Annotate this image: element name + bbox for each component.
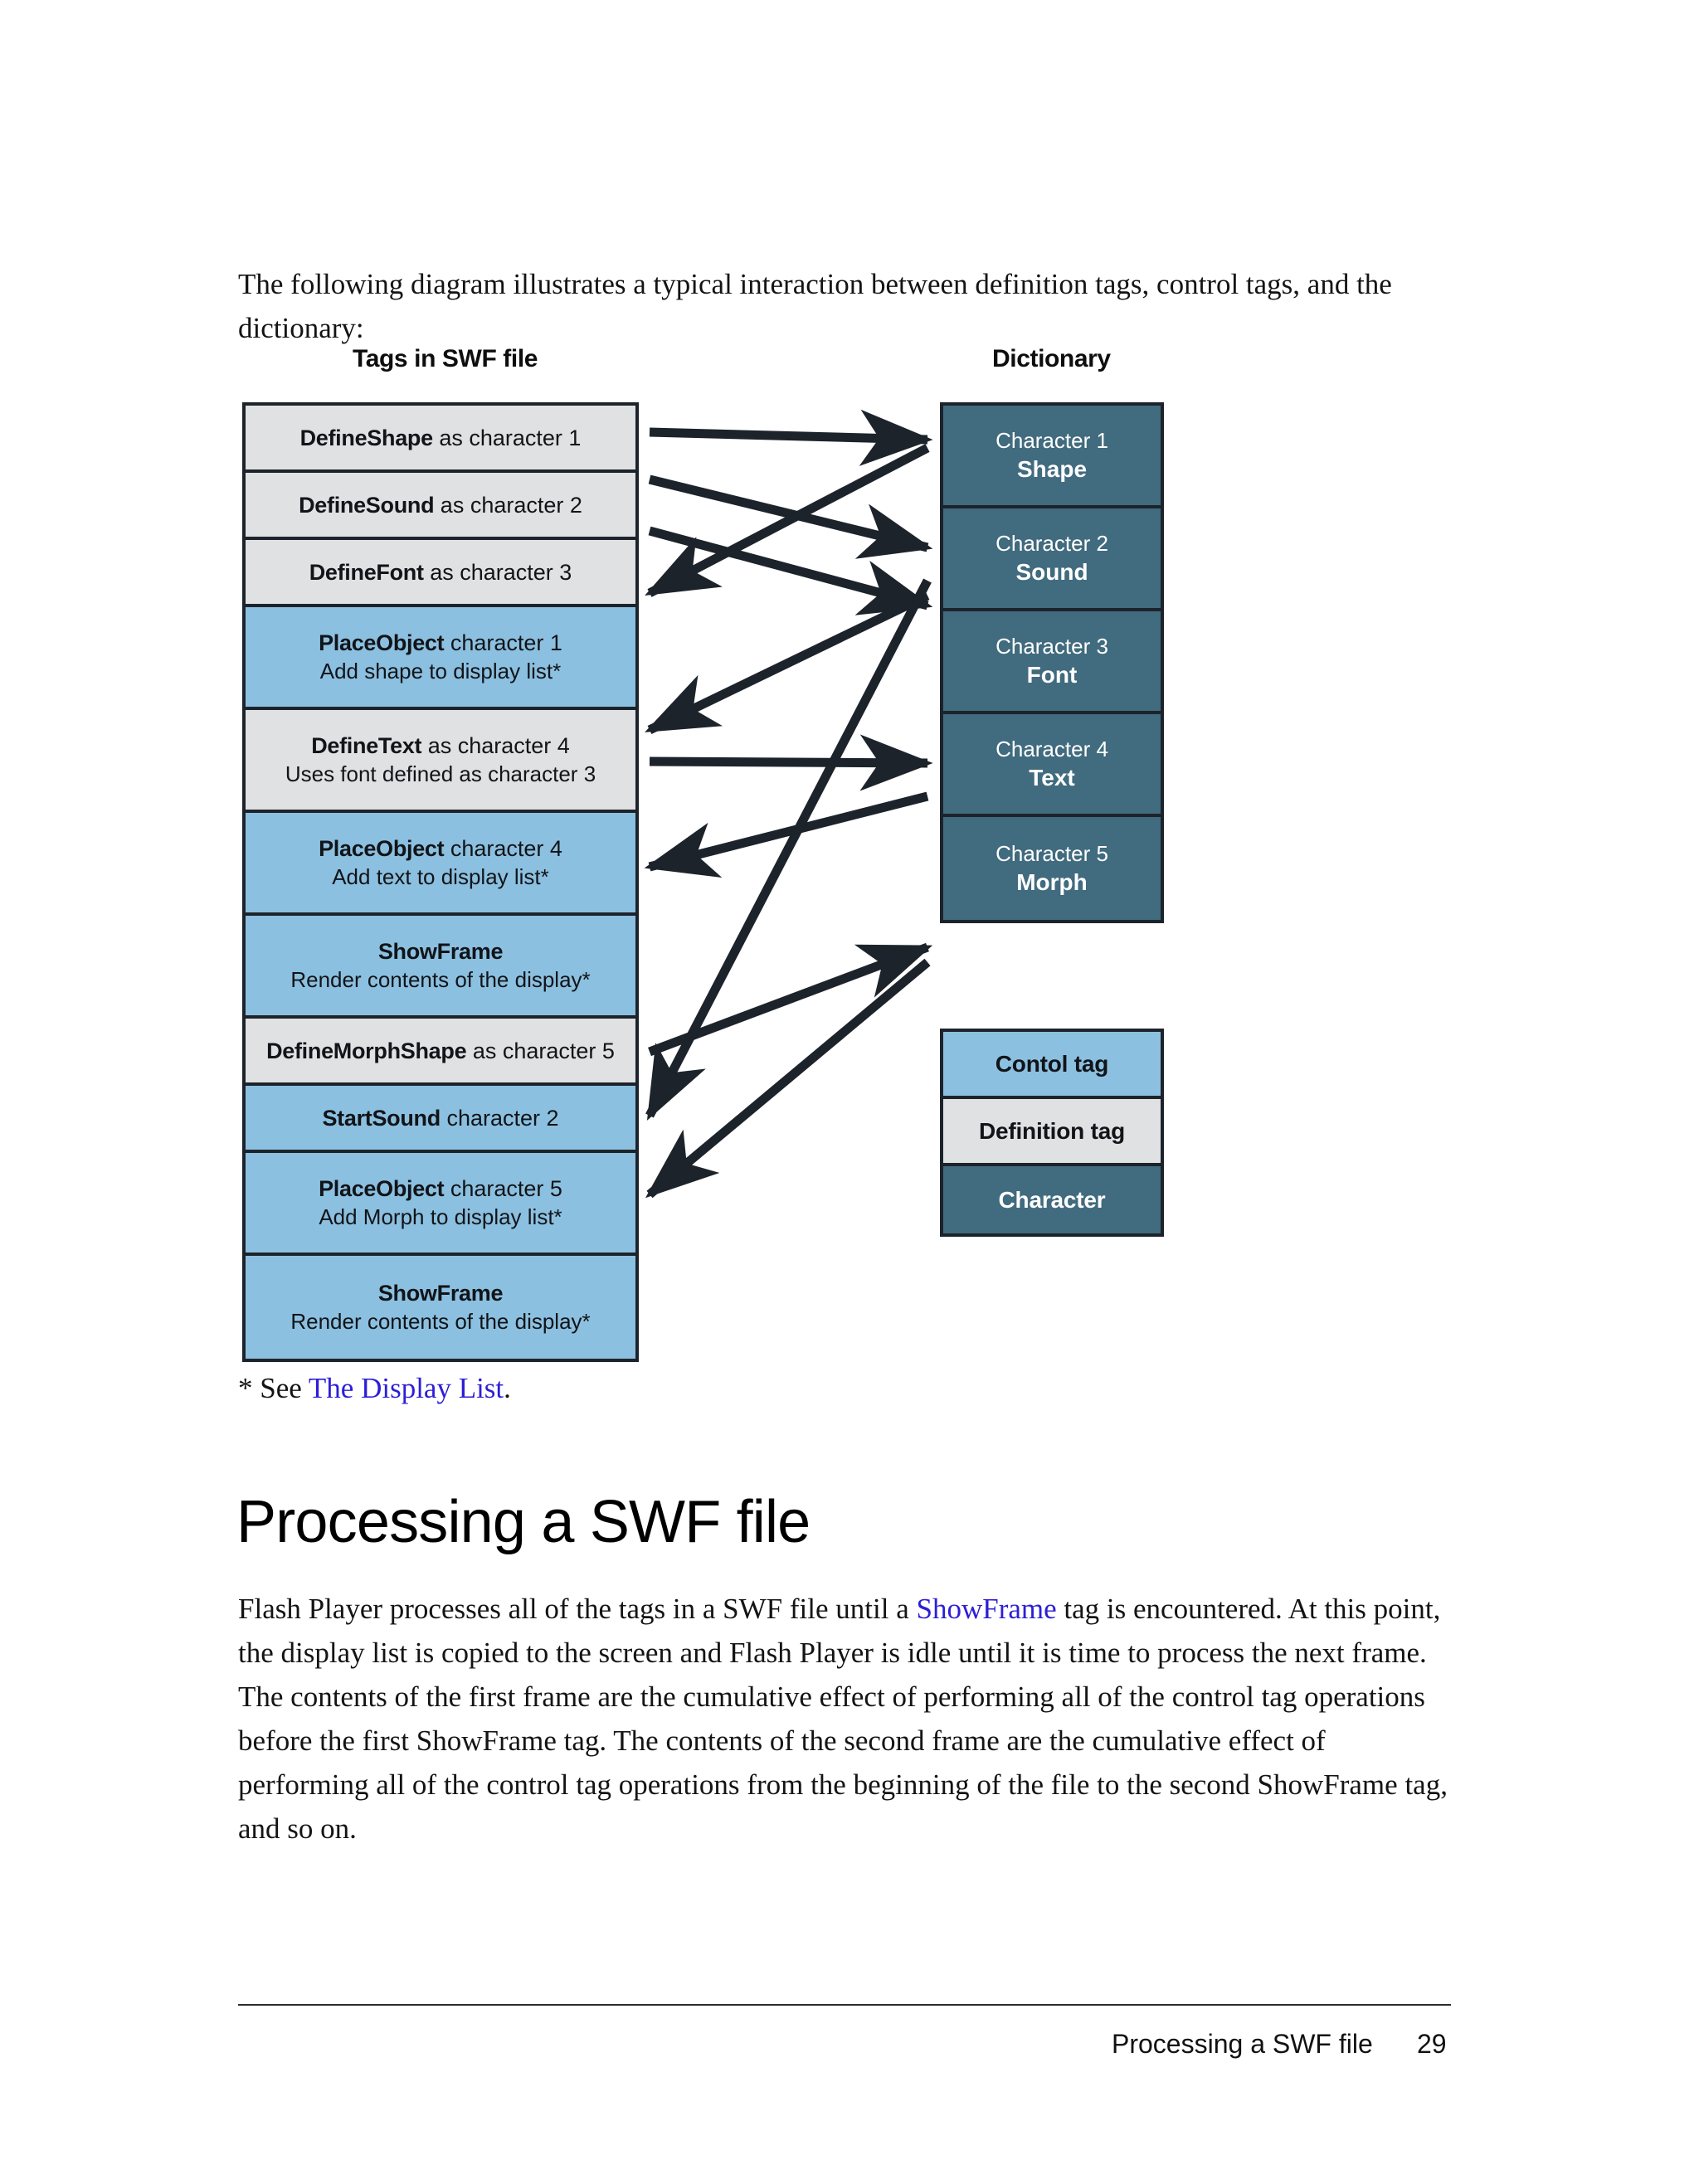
- dictionary-entry: Character 1 Shape: [943, 406, 1161, 508]
- legend-item: Character: [943, 1166, 1161, 1233]
- tag-name: PlaceObject: [319, 836, 445, 861]
- dictionary-entry-type: Sound: [1015, 559, 1088, 585]
- tag-detail: character 4: [444, 836, 562, 861]
- footnote-suffix: .: [504, 1372, 511, 1404]
- tag-box-subtitle: Uses font defined as character 3: [285, 761, 596, 786]
- tag-name: DefineFont: [309, 559, 424, 585]
- intro-paragraph: The following diagram illustrates a typi…: [238, 268, 1392, 344]
- right-column-title: Dictionary: [992, 345, 1111, 372]
- tag-name: DefineText: [311, 733, 422, 758]
- legend-item: Contol tag: [943, 1032, 1161, 1099]
- tag-detail: character 2: [440, 1105, 559, 1131]
- dictionary-entry-type: Morph: [1016, 869, 1088, 895]
- legend-item-label: Contol tag: [995, 1050, 1109, 1077]
- legend-item-label: Character: [998, 1186, 1106, 1213]
- body-part-1: Flash Player processes all of the tags i…: [238, 1593, 917, 1625]
- tag-box-title: StartSound character 2: [322, 1104, 558, 1132]
- tag-box-title: PlaceObject character 4: [319, 834, 562, 863]
- tag-box-subtitle: Add text to display list*: [332, 864, 549, 889]
- tag-box-title: ShowFrame: [377, 1279, 504, 1307]
- left-column-title: Tags in SWF file: [353, 345, 538, 372]
- tag-name: PlaceObject: [319, 1176, 445, 1201]
- dictionary-entry: Character 3 Font: [943, 611, 1161, 714]
- body-part-2: tag is encountered. At this point, the d…: [238, 1593, 1448, 1845]
- dictionary-entry-id: Character 3: [996, 634, 1108, 659]
- dictionary-entry-id: Character 4: [996, 737, 1108, 761]
- dictionary-entry: Character 4 Text: [943, 714, 1161, 817]
- tag-box-subtitle: Add Morph to display list*: [319, 1204, 562, 1229]
- footer-title: Processing a SWF file: [1112, 2029, 1373, 2059]
- showframe-link[interactable]: ShowFrame: [916, 1593, 1057, 1625]
- body-paragraph: Flash Player processes all of the tags i…: [238, 1587, 1449, 1851]
- tag-detail: as character 3: [423, 559, 572, 585]
- dictionary-entry: Character 5 Morph: [943, 817, 1161, 920]
- tag-name: StartSound: [322, 1105, 441, 1131]
- tag-detail: as character 4: [421, 733, 570, 758]
- tag-detail: character 5: [444, 1176, 562, 1201]
- dictionary-entry-id: Character 5: [996, 841, 1108, 866]
- footnote-link[interactable]: The Display List: [308, 1372, 504, 1404]
- tag-box-title: DefineShape as character 1: [300, 424, 582, 452]
- footer-page-number: 29: [1417, 2029, 1447, 2059]
- tag-name: ShowFrame: [377, 1281, 504, 1306]
- tag-detail: as character 5: [466, 1038, 615, 1063]
- dictionary-entry-type: Shape: [1016, 456, 1088, 482]
- tag-box-title: DefineMorphShape as character 5: [266, 1037, 615, 1065]
- tag-name: DefineSound: [299, 492, 435, 518]
- tag-name: DefineMorphShape: [266, 1038, 467, 1063]
- tag-box-title: DefineSound as character 2: [299, 491, 582, 519]
- tag-box-title: PlaceObject character 1: [319, 629, 562, 657]
- dictionary-entry: Character 2 Sound: [943, 508, 1161, 611]
- tag-name: ShowFrame: [377, 939, 504, 964]
- tag-box-title: DefineText as character 4: [311, 732, 570, 760]
- legend-item-label: Definition tag: [978, 1117, 1126, 1144]
- tag-box-subtitle: Render contents of the display*: [290, 1309, 591, 1334]
- tags-column: DefineShape as character 1 DefineSound as…: [242, 402, 639, 1362]
- tag-name: DefineShape: [299, 425, 434, 450]
- footnote-prefix: * See: [238, 1372, 309, 1404]
- tag-detail: as character 1: [432, 425, 582, 450]
- tag-box: StartSound character 2: [246, 1086, 635, 1153]
- dictionary-entry-type: Text: [1029, 765, 1075, 790]
- tag-box-title: DefineFont as character 3: [309, 558, 572, 586]
- legend-item: Definition tag: [943, 1099, 1161, 1166]
- tag-box: DefineShape as character 1: [246, 406, 635, 473]
- page-title: Processing a SWF file: [236, 1489, 811, 1556]
- tag-box-subtitle: Render contents of the display*: [290, 967, 591, 992]
- footnote: * See The Display List.: [238, 1369, 511, 1408]
- tag-box: DefineMorphShape as character 5: [246, 1019, 635, 1086]
- tag-detail: as character 2: [434, 492, 582, 518]
- footer-divider: [238, 2004, 1451, 2006]
- swf-tag-dictionary-diagram: Tags in SWF file Dictionary DefineShape …: [242, 345, 1164, 1362]
- tag-detail: character 1: [444, 630, 562, 655]
- tag-box-title: ShowFrame: [377, 937, 504, 966]
- tag-box-title: PlaceObject character 5: [319, 1175, 562, 1203]
- tag-name: PlaceObject: [319, 630, 445, 655]
- dictionary-entry-type: Font: [1026, 662, 1078, 688]
- tag-box-subtitle: Add shape to display list*: [319, 659, 562, 683]
- dictionary-entry-id: Character 1: [996, 428, 1108, 453]
- dictionary-entry-id: Character 2: [996, 531, 1108, 556]
- tag-box: DefineFont as character 3: [246, 540, 635, 607]
- tag-box: DefineSound as character 2: [246, 473, 635, 540]
